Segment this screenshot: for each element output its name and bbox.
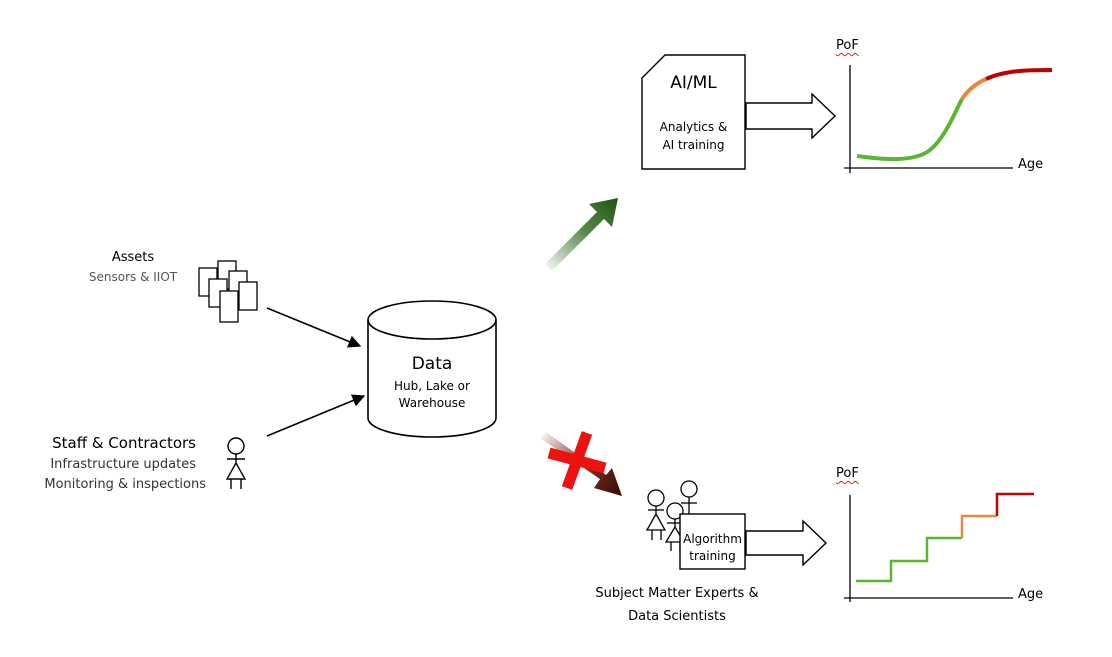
aiml-line2: AI training	[662, 138, 725, 152]
bottom-chart-ylabel: PoF	[836, 466, 859, 481]
success-path-arrow	[545, 198, 618, 271]
staff-line1: Infrastructure updates	[50, 457, 196, 472]
algorithm-line1: Algorithm	[683, 532, 742, 546]
staff-line2: Monitoring & inspections	[44, 477, 206, 492]
top-chart-series-green	[856, 98, 964, 162]
staff-to-data-arrow	[266, 394, 366, 437]
algorithm-box	[679, 513, 746, 570]
aiml-title: AI/ML	[670, 73, 717, 93]
algorithm-to-chart-arrow	[745, 519, 828, 567]
bottom-chart-series-orange	[960, 514, 997, 538]
data-store-line1: Hub, Lake or	[394, 379, 470, 393]
assets-title: Assets	[111, 250, 155, 265]
bottom-chart-series-red	[995, 492, 1034, 516]
staff-title: Staff & Contractors	[52, 434, 196, 452]
top-chart-axes	[844, 65, 1013, 173]
sme-line1: Subject Matter Experts &	[595, 586, 759, 601]
sme-line2: Data Scientists	[628, 609, 726, 624]
blocked-x-icon	[547, 431, 607, 490]
data-store-line2: Warehouse	[398, 396, 466, 410]
aiml-document	[641, 54, 746, 170]
bottom-chart-axes	[844, 495, 1013, 602]
bottom-chart-xlabel: Age	[1018, 587, 1044, 602]
aiml-to-chart-arrow	[745, 92, 837, 140]
top-chart-series-red	[985, 68, 1053, 81]
algorithm-line2: training	[689, 549, 736, 563]
assets-to-data-arrow	[266, 307, 362, 348]
data-store-title: Data	[411, 354, 453, 374]
database-icon	[367, 300, 497, 438]
devices-icon	[198, 260, 258, 323]
top-chart-xlabel: Age	[1018, 157, 1044, 172]
top-chart-series-orange	[960, 77, 987, 101]
bottom-chart-series-green	[856, 536, 962, 583]
aiml-line1: Analytics &	[659, 120, 728, 134]
person-icon	[645, 489, 667, 540]
person-icon	[225, 437, 247, 489]
top-chart-ylabel: PoF	[836, 38, 859, 53]
assets-subtitle: Sensors & IIOT	[88, 270, 178, 284]
